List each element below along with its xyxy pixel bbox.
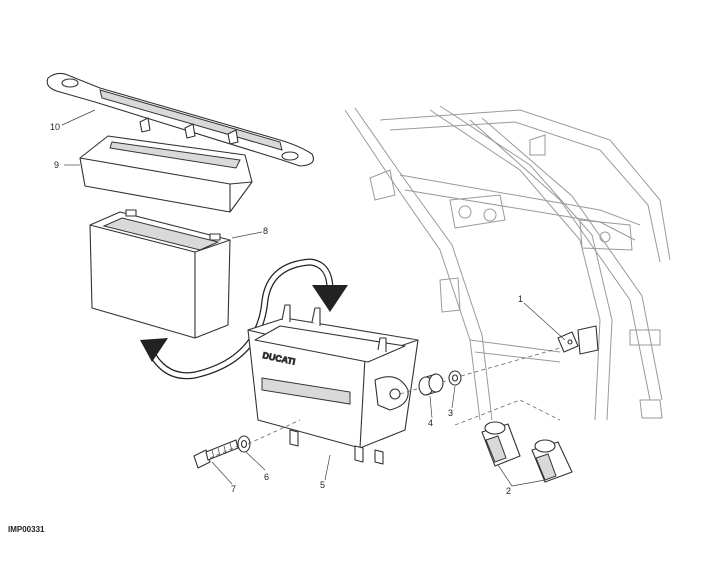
callout-10: 10	[50, 122, 60, 132]
battery-cover	[79, 117, 253, 213]
insertion-arrow	[140, 258, 348, 380]
callout-8: 8	[263, 226, 268, 236]
nut	[448, 370, 462, 386]
screw	[193, 439, 239, 469]
callout-3: 3	[448, 408, 453, 418]
callout-7: 7	[231, 484, 236, 494]
callout-4: 4	[428, 418, 433, 428]
callout-numbers: 1 2 3 4 5 6 7 8 9 10	[50, 122, 523, 496]
callout-1: 1	[518, 294, 523, 304]
callout-9: 9	[54, 160, 59, 170]
leader-lines	[61, 109, 566, 487]
callout-6: 6	[264, 472, 269, 482]
figure-code: IMP00331	[8, 525, 45, 534]
bushing	[418, 373, 444, 396]
callout-5: 5	[320, 480, 325, 490]
battery	[89, 209, 231, 339]
bracket	[557, 325, 599, 355]
callout-2: 2	[506, 486, 511, 496]
battery-box	[247, 304, 419, 465]
frame-section	[344, 105, 671, 421]
spacer-sleeves	[481, 421, 573, 483]
washer	[237, 435, 251, 453]
assembly-lines	[209, 347, 561, 459]
